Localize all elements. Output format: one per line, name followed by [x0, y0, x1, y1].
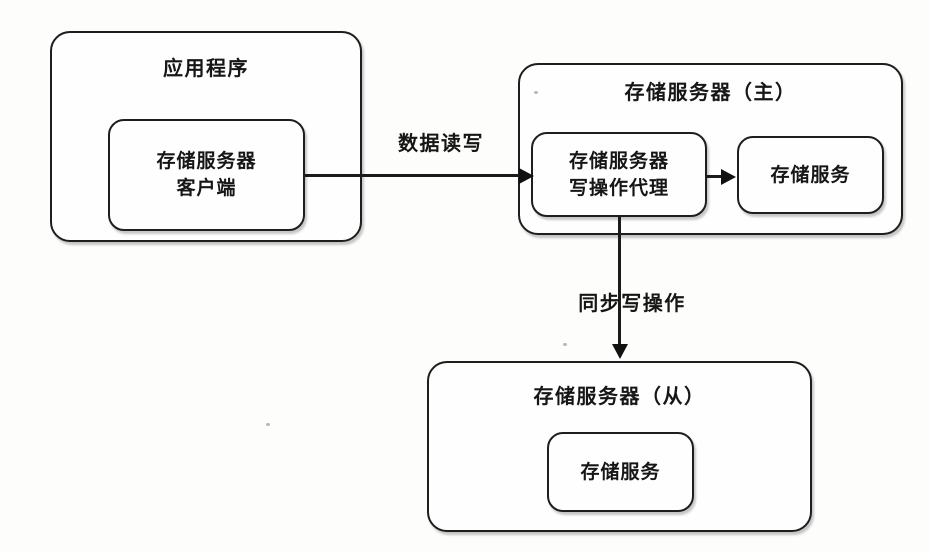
secondary-server-title: 存储服务器（从） — [533, 386, 706, 408]
data-read-write-label: 数据读写 — [398, 133, 484, 155]
scan-speck — [534, 91, 538, 94]
scan-speck — [563, 343, 567, 346]
arrowhead-right-icon — [519, 167, 534, 184]
arrowhead-right-icon — [721, 168, 736, 185]
storage-client-label-line1: 存储服务器 — [156, 151, 257, 172]
secondary-storage-service-label: 存储服务 — [580, 461, 661, 483]
data-read-write-arrow-line — [305, 174, 520, 177]
storage-client-label-line2: 客户端 — [176, 178, 237, 199]
proxy-to-service-arrow-line — [706, 175, 723, 178]
storage-client-box: 存储服务器 客户端 — [108, 119, 305, 231]
secondary-storage-service-box: 存储服务 — [547, 432, 694, 512]
primary-storage-service-box: 存储服务 — [737, 136, 884, 214]
primary-server-title: 存储服务器（主） — [624, 82, 797, 104]
write-proxy-box: 存储服务器 写操作代理 — [531, 132, 707, 217]
sync-write-label: 同步写操作 — [578, 293, 686, 315]
sync-write-arrow-line — [618, 216, 621, 346]
scan-speck — [266, 423, 270, 426]
application-title: 应用程序 — [163, 58, 249, 80]
primary-storage-service-label: 存储服务 — [770, 164, 851, 186]
write-proxy-label-line2: 写操作代理 — [568, 177, 669, 199]
arrowhead-down-icon — [611, 344, 628, 359]
write-proxy-label-line1: 存储服务器 — [568, 150, 669, 172]
